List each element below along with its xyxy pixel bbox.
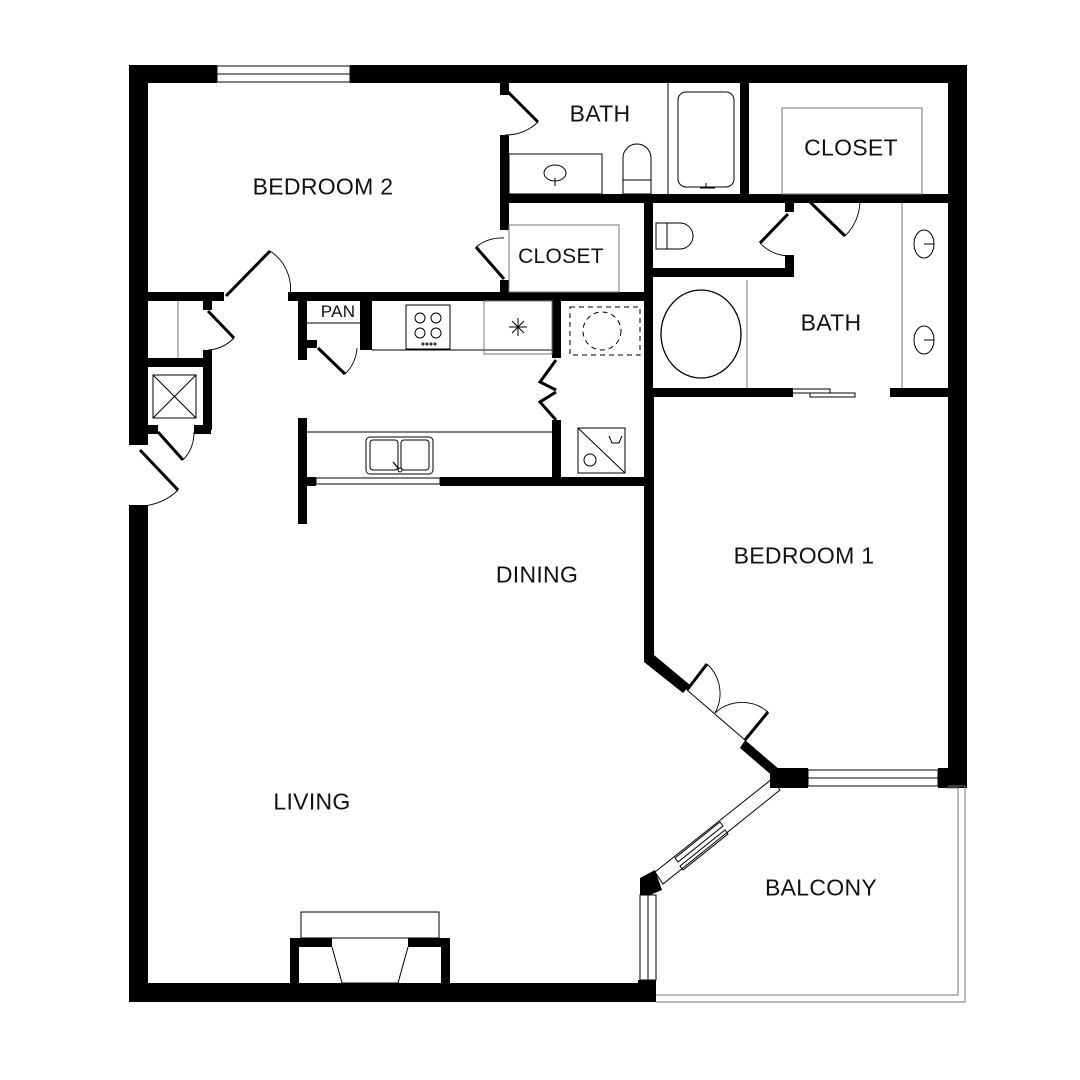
room-label-balcony: BALCONY (764, 874, 878, 901)
windows (639, 769, 966, 1003)
fixtures (152, 83, 935, 984)
bathtub-icon (667, 83, 735, 194)
room-label-bedroom-1: BEDROOM 1 (733, 542, 875, 569)
room-label-dining: DINING (495, 561, 579, 588)
doors (138, 87, 861, 741)
room-label-closet-center: CLOSET (518, 245, 604, 268)
room-label-closet-upper: CLOSET (804, 134, 898, 161)
interior-walls (129, 83, 967, 1002)
window-bedroom-2 (216, 65, 351, 83)
double-sink-icon (365, 436, 434, 475)
room-label-bedroom-2: BEDROOM 2 (252, 173, 394, 200)
snowflake-icon (483, 300, 553, 355)
room-label-living: LIVING (273, 788, 351, 815)
room-label-bath-master: BATH (800, 309, 862, 336)
room-label-bath-upper: BATH (569, 100, 631, 127)
round-tub-icon (660, 280, 748, 388)
water-heater-icon (152, 374, 197, 419)
toilet-icon (655, 222, 694, 250)
room-label-pantry: PAN (320, 302, 356, 321)
washer-dryer-icon (569, 306, 641, 474)
exterior-walls (129, 65, 967, 1002)
fireplace-icon (300, 911, 440, 984)
toilet-icon (622, 143, 652, 195)
stove-icon (405, 304, 451, 350)
